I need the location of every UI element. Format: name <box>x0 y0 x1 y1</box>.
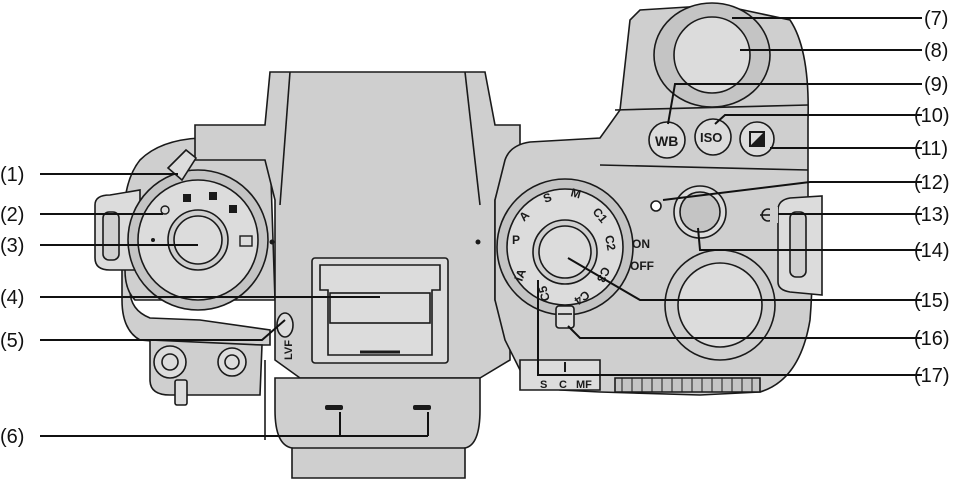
mode-ia-label: iA <box>512 267 529 283</box>
callout-4: (4) <box>0 287 24 309</box>
status-indicator-lamp <box>650 200 662 212</box>
lvf-label: LVF <box>283 340 295 360</box>
callout-11: (11) <box>914 138 948 160</box>
leader-lines <box>40 17 922 437</box>
mode-dial-lock-button[interactable] <box>555 305 575 329</box>
iso-button[interactable]: ISO <box>694 118 732 156</box>
focus-s-label: S <box>540 379 547 391</box>
mode-m-label: M <box>569 185 582 201</box>
callout-14: (14) <box>914 240 950 262</box>
callout-16: (16) <box>914 328 950 350</box>
callout-1: (1) <box>0 164 24 186</box>
focus-c-label: C <box>559 379 567 391</box>
wb-label: WB <box>655 133 678 149</box>
mode-c3-label: C3 <box>594 265 613 285</box>
callout-13: (13) <box>914 204 950 226</box>
callout-3: (3) <box>0 235 24 257</box>
sensor-plane-mark-icon <box>760 207 778 223</box>
focus-mf-label: MF <box>576 379 592 391</box>
exposure-compensation-button[interactable] <box>739 121 775 157</box>
callout-12: (12) <box>914 172 950 194</box>
lvf-button[interactable]: LVF <box>276 312 295 360</box>
callout-15: (15) <box>914 290 950 312</box>
callout-9: (9) <box>924 74 948 96</box>
drive-mode-icons <box>151 192 253 247</box>
mode-dial[interactable]: P A S M C1 C2 C3 C4 C5 iA <box>496 178 634 316</box>
power-on-label: ON <box>632 237 650 251</box>
callout-5: (5) <box>0 330 24 352</box>
power-off-label: OFF <box>630 259 654 273</box>
power-switch[interactable]: ON OFF <box>630 237 654 273</box>
exposure-compensation-icon <box>749 131 765 147</box>
mode-c5-label: C5 <box>535 284 553 303</box>
wb-button[interactable]: WB <box>648 121 686 159</box>
callout-7: (7) <box>924 8 948 30</box>
focus-mode-lever[interactable]: S C MF <box>540 379 592 391</box>
callout-8: (8) <box>924 40 948 62</box>
callout-6: (6) <box>0 426 24 448</box>
callout-labels: (1) (2) (3) (4) (5) (6) (7) (8) (9) (10)… <box>0 8 950 448</box>
callout-10: (10) <box>914 105 950 127</box>
drive-mode-dial[interactable] <box>127 148 269 311</box>
callout-17: (17) <box>914 365 950 387</box>
mode-p-label: P <box>512 233 520 247</box>
mode-c2-label: C2 <box>602 234 619 252</box>
iso-label: ISO <box>700 130 722 145</box>
callout-2: (2) <box>0 204 24 226</box>
